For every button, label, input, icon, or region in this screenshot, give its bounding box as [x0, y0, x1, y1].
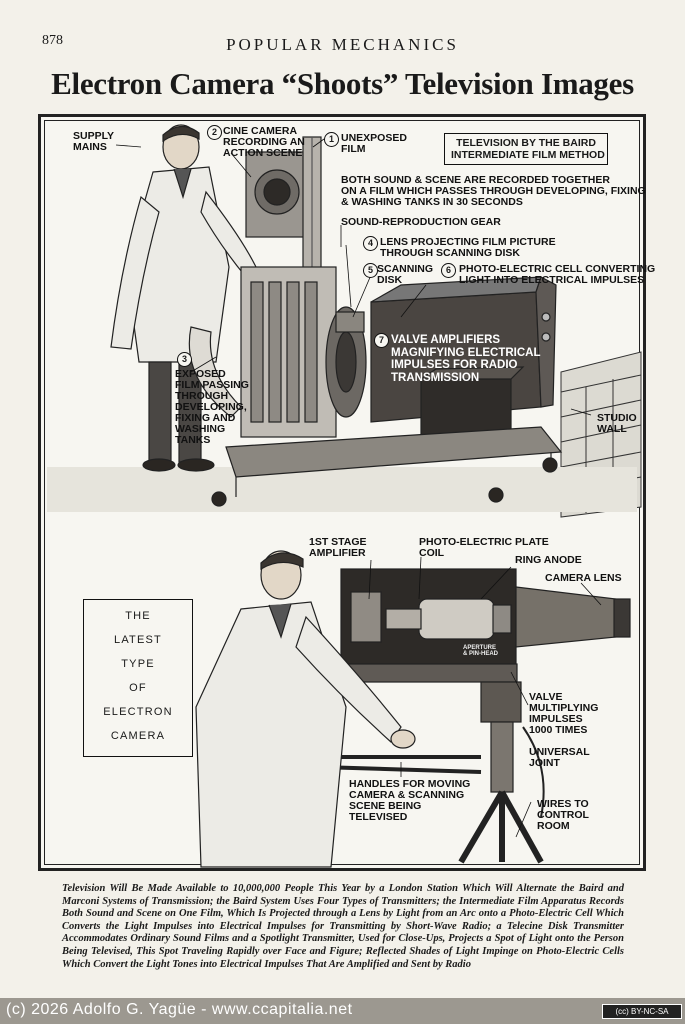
label-recorded-together: BOTH SOUND & SCENE ARE RECORDED TOGETHER… — [341, 174, 646, 208]
latest-camera-box: THE LATEST TYPE OF ELECTRON CAMERA — [83, 599, 193, 757]
page-number: 878 — [42, 33, 63, 48]
article-caption: Television Will Be Made Available to 10,… — [62, 883, 624, 970]
scanning-disk-drawing — [325, 306, 367, 418]
headline: Electron Camera “Shoots” Television Imag… — [51, 66, 634, 101]
label-unexposed-film: UNEXPOSED FILM — [341, 132, 407, 155]
label-supply-mains: SUPPLY MAINS — [73, 130, 115, 153]
operator-bottom-drawing — [195, 550, 416, 868]
electron-camera-drawing — [336, 568, 631, 683]
label-wires: WIRES TO CONTROL ROOM — [537, 798, 589, 832]
number-2: 2 — [207, 125, 222, 140]
copyright-text: (c) 2026 Adolfo G. Yagüe - www.ccapitali… — [6, 1001, 353, 1018]
number-7: 7 — [374, 333, 389, 348]
latest-line-5: ELECTRON — [103, 706, 173, 718]
trolley-base-drawing — [211, 426, 563, 507]
illustration-artwork — [47, 124, 642, 868]
label-sound-gear: SOUND-REPRODUCTION GEAR — [341, 216, 501, 228]
bottom-leader-lines — [368, 556, 602, 838]
number-1: 1 — [324, 132, 339, 147]
operator-top-drawing — [110, 124, 257, 472]
method-box: TELEVISION BY THE BAIRD INTERMEDIATE FIL… — [444, 133, 608, 165]
label-lens-projecting: LENS PROJECTING FILM PICTURE THROUGH SCA… — [380, 236, 556, 259]
label-camera-lens: CAMERA LENS — [545, 572, 622, 584]
number-6: 6 — [441, 263, 456, 278]
developing-tanks-drawing — [188, 266, 337, 438]
label-cine-camera: CINE CAMERA RECORDING AN ACTION SCENE — [223, 125, 305, 159]
latest-line-1: THE — [125, 610, 151, 622]
footer-bar: (c) 2026 Adolfo G. Yagüe - www.ccapitali… — [0, 998, 685, 1024]
cine-camera-drawing — [245, 136, 322, 278]
running-title: POPULAR MECHANICS — [226, 35, 459, 54]
label-studio-wall: STUDIO WALL — [597, 412, 637, 435]
label-handles: HANDLES FOR MOVING CAMERA & SCANNING SCE… — [349, 778, 471, 823]
label-first-stage: 1ST STAGE AMPLIFIER — [309, 536, 367, 559]
latest-line-4: OF — [129, 682, 147, 694]
number-5: 5 — [363, 263, 378, 278]
amplifier-cabinet-drawing — [370, 276, 557, 440]
label-aperture: APERTURE & PIN-HEAD — [463, 645, 499, 657]
license-badge: (cc) BY-NC-SA — [602, 1004, 682, 1019]
label-photo-plate: PHOTO-ELECTRIC PLATE COIL — [419, 536, 549, 559]
top-leader-lines — [115, 138, 592, 416]
latest-line-2: LATEST — [114, 634, 162, 646]
label-photo-cell: PHOTO-ELECTRIC CELL CONVERTING LIGHT INT… — [459, 263, 656, 286]
label-valve-multiplying: VALVE MULTIPLYING IMPULSES 1000 TIMES — [529, 691, 599, 736]
illustration-frame: TELEVISION BY THE BAIRD INTERMEDIATE FIL… — [38, 114, 655, 871]
label-universal-joint: UNIVERSAL JOINT — [529, 746, 590, 769]
number-3: 3 — [177, 352, 192, 367]
latest-line-3: TYPE — [121, 658, 155, 670]
latest-line-6: CAMERA — [110, 730, 166, 742]
number-4: 4 — [363, 236, 378, 251]
label-valve-amplifiers: VALVE AMPLIFIERS MAGNIFYING ELECTRICAL I… — [391, 334, 541, 384]
label-scanning-disk: SCANNING DISK — [377, 263, 434, 286]
label-ring-anode: RING ANODE — [515, 554, 582, 566]
tripod-drawing — [458, 681, 545, 864]
label-exposed-film: EXPOSED FILM PASSING THROUGH DEVELOPING,… — [175, 368, 249, 446]
